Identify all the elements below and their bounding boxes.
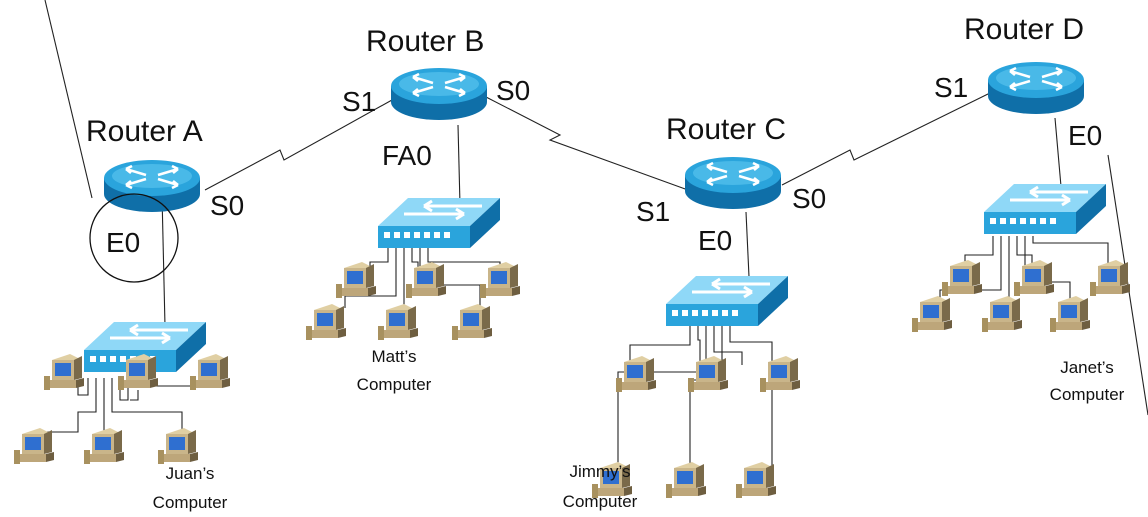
router-a[interactable]: Router A S0 E0 [86,115,244,283]
pc-icon[interactable] [84,428,124,464]
owner-name: Jimmy’s [569,462,630,481]
router-d-interface-s1: S1 [934,72,968,103]
owner-name: Janet’s [1060,358,1114,377]
pc-icon[interactable] [942,260,982,296]
computer-word: Computer [153,493,228,512]
external-link-left [44,0,93,199]
pc-icon[interactable] [982,296,1022,332]
pc-icon[interactable] [688,356,728,392]
switch-lan-c[interactable] [664,274,790,328]
router-c-title: Router C [666,113,786,146]
serial-link-b-c [485,96,689,191]
router-d-title: Router D [964,13,1084,46]
pc-cabling [39,236,1109,470]
owner-name: Juan’s [166,464,215,483]
matts-computer-label: Matt’s Computer [357,347,432,394]
janets-computer-label: Janet’s Computer [1050,358,1125,404]
pc-icon[interactable] [378,304,418,340]
pc-icon[interactable] [1014,260,1054,296]
pc-icon[interactable] [14,428,54,464]
router-a-interface-e0: E0 [106,227,140,258]
juans-computer-label: Juan’s Computer [153,464,228,512]
pc-icon[interactable] [158,428,198,464]
serial-link-a-b [204,99,393,191]
computer-word: Computer [563,492,638,511]
router-b-interface-s0: S0 [496,75,530,106]
router-b-interface-fa0: FA0 [382,140,432,171]
pc-icon[interactable] [190,354,230,390]
pc-icon[interactable] [912,296,952,332]
router-d[interactable]: Router D S1 E0 [934,13,1102,151]
computer-word: Computer [1050,385,1125,404]
pc-icon[interactable] [336,262,376,298]
switch-lan-b[interactable] [376,196,502,250]
pc-icon[interactable] [736,462,776,498]
serial-link-c-d [781,92,991,186]
lan-uplinks [161,117,1066,371]
router-a-title: Router A [86,115,203,148]
pc-icon[interactable] [406,262,446,298]
pc-icon[interactable] [452,304,492,340]
computer-word: Computer [357,375,432,394]
router-d-interface-e0: E0 [1068,120,1102,151]
pc-icon[interactable] [616,356,656,392]
pc-icon[interactable] [1090,260,1130,296]
pc-icon[interactable] [306,304,346,340]
owner-name: Matt’s [371,347,416,366]
switch-lan-d[interactable] [982,182,1108,236]
router-c[interactable]: Router C S1 S0 E0 [636,113,826,256]
router-a-interface-s0: S0 [210,190,244,221]
pcs-lan-b [306,262,520,340]
jimmys-computer-label: Jimmy’s Computer [563,462,638,511]
router-c-interface-s0: S0 [792,183,826,214]
pc-icon[interactable] [1050,296,1090,332]
highlight-circle [89,193,179,283]
router-b[interactable]: Router B S1 S0 FA0 [342,25,530,171]
pc-icon[interactable] [480,262,520,298]
router-b-interface-s1: S1 [342,86,376,117]
pc-icon[interactable] [666,462,706,498]
router-b-title: Router B [366,25,484,58]
router-c-interface-e0: E0 [698,225,732,256]
router-c-interface-s1: S1 [636,196,670,227]
pc-icon[interactable] [760,356,800,392]
pc-icon[interactable] [44,354,84,390]
pcs-lan-d [912,260,1130,332]
